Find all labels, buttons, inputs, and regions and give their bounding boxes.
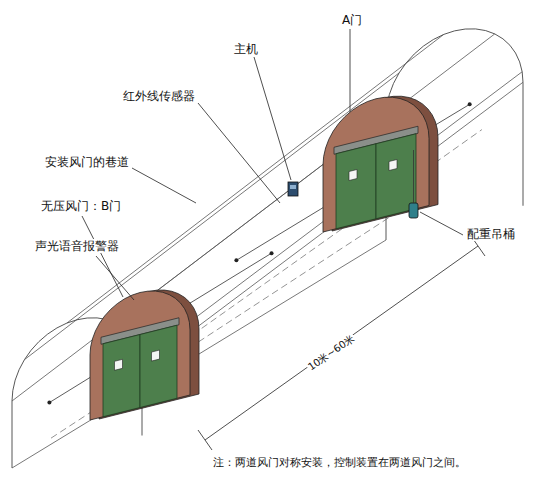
note: 注：两道风门对称安装，控制装置在两道风门之间。: [212, 456, 467, 469]
tunnel-edge: [142, 82, 523, 368]
devices: [288, 150, 418, 218]
leader-line: [132, 168, 196, 203]
tunnel-edge: [115, 34, 495, 323]
dimension-label: 10米~60米: [305, 332, 358, 374]
floor-guide: [51, 193, 427, 438]
tunnel-edge: [67, 34, 444, 323]
callout-label: 配重吊桶: [466, 227, 516, 241]
tunnel-arch: [12, 318, 142, 468]
tunnel: [12, 29, 523, 468]
host-unit: [288, 182, 298, 196]
door-label: A门: [341, 13, 363, 27]
air-doors: [90, 96, 438, 420]
leader-line: [198, 103, 280, 203]
air-door: [90, 290, 199, 420]
door-leaf: [140, 325, 177, 407]
door-window: [115, 359, 123, 370]
door-window: [389, 160, 397, 171]
air-door: [323, 96, 438, 232]
leader-lines: [82, 29, 463, 300]
door-leaf: [336, 144, 376, 229]
door-window: [152, 350, 160, 361]
sensor-dot: [468, 102, 472, 106]
host-screen: [290, 185, 296, 189]
tunnel-edge: [12, 240, 386, 468]
leader-line: [96, 256, 134, 300]
leader-line: [350, 29, 351, 112]
counterweight-bucket: [409, 203, 418, 218]
door-frame: [323, 97, 429, 232]
sensor-dot: [234, 258, 238, 262]
leader-line: [82, 216, 123, 297]
door-window: [349, 170, 357, 181]
callout-label: 安装风门的巷道: [44, 155, 130, 169]
bucket-rope: [413, 150, 414, 203]
sensor-dot: [270, 251, 274, 255]
door-frame: [90, 291, 190, 420]
sensor-dot: [47, 401, 51, 405]
tunnel-edge: [141, 72, 522, 359]
callout-label: 声光语音报警器: [34, 239, 120, 253]
callout-label: 无压风门：B门: [40, 199, 122, 213]
callout-label: 主机: [233, 42, 259, 56]
tunnel-edge: [24, 73, 399, 360]
dimension-line: [205, 246, 478, 440]
leader-line: [420, 212, 463, 235]
door-leaf: [103, 335, 140, 417]
dimension-tick: [198, 430, 212, 450]
callout-label: 红外线传感器: [122, 89, 196, 103]
dimension-line: [198, 236, 485, 450]
leader-line: [254, 57, 291, 180]
